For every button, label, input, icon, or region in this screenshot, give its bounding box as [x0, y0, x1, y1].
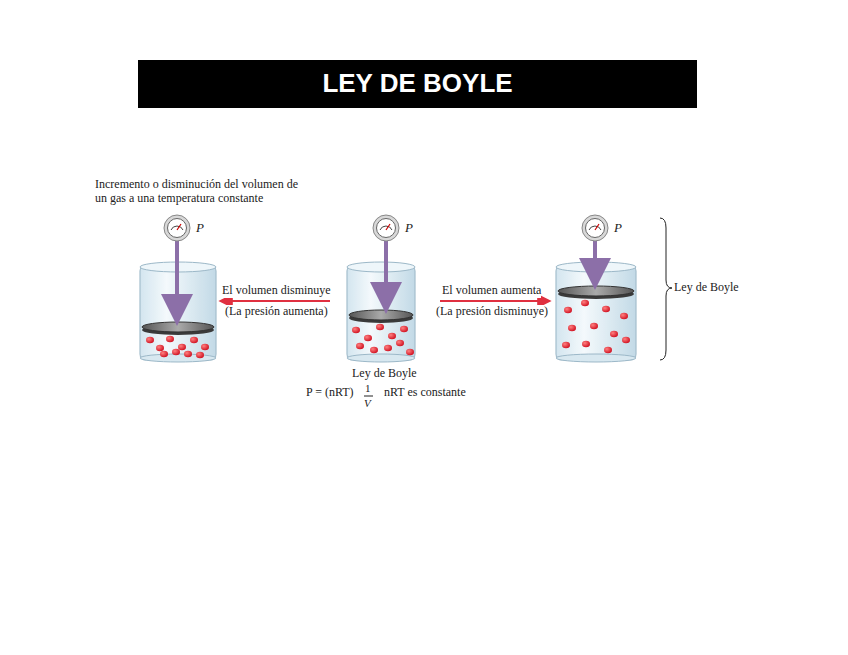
gas-molecule: [196, 352, 204, 358]
gas-molecule: [201, 344, 209, 350]
gas-molecule: [564, 307, 572, 313]
gas-molecule: [590, 323, 598, 329]
formula-note: nRT es constante: [384, 386, 466, 400]
brace: [660, 218, 672, 360]
beaker-center: [347, 215, 415, 362]
gas-molecule: [400, 326, 408, 332]
gas-molecule: [602, 306, 610, 312]
increase-arrow: [440, 300, 548, 302]
gas-molecule: [364, 335, 372, 341]
gas-molecule: [172, 349, 180, 355]
gas-molecules: [146, 300, 630, 358]
gas-molecule: [568, 325, 576, 331]
gas-molecule: [190, 337, 198, 343]
pressure-symbol: P: [614, 221, 622, 236]
formula-denominator: V: [364, 397, 371, 410]
gas-molecule: [376, 324, 384, 330]
gas-molecule: [610, 331, 618, 337]
decrease-arrow: [222, 300, 330, 302]
brace-label: Ley de Boyle: [674, 281, 739, 295]
beaker-right: [556, 215, 636, 362]
fraction-bar: [364, 396, 373, 397]
gas-molecule: [356, 343, 364, 349]
gas-molecule: [581, 300, 589, 306]
process-label: (La presión aumenta): [225, 305, 328, 319]
title-bar: [138, 60, 697, 108]
gas-molecule: [396, 340, 404, 346]
gas-molecule: [406, 349, 414, 355]
beaker-left: [140, 215, 216, 362]
gas-molecule: [184, 351, 192, 357]
intro-note: Incremento o disminución del volumen de …: [95, 178, 310, 206]
formula-numerator: 1: [365, 382, 371, 395]
title-text: LEY DE BOYLE: [138, 69, 697, 99]
gas-molecule: [620, 313, 628, 319]
pressure-symbol: P: [405, 221, 413, 236]
gas-molecule: [160, 351, 168, 357]
gas-molecule: [352, 327, 360, 333]
gas-molecule: [604, 347, 612, 353]
gas-molecule: [156, 345, 164, 351]
gas-molecule: [388, 333, 396, 339]
gas-molecule: [178, 344, 186, 350]
gas-molecule: [384, 345, 392, 351]
gas-molecule: [622, 337, 630, 343]
gas-molecule: [562, 342, 570, 348]
law-label: Ley de Boyle: [352, 367, 417, 381]
process-label: (La presión disminuye): [436, 305, 548, 319]
formula: P = (nRT): [306, 386, 354, 400]
gas-molecule: [146, 337, 154, 343]
gas-molecule: [582, 341, 590, 347]
gas-molecule: [370, 347, 378, 353]
pressure-symbol: P: [196, 221, 204, 236]
gas-molecule: [166, 336, 174, 342]
process-label: El volumen disminuye: [222, 284, 331, 298]
process-label: El volumen aumenta: [442, 284, 541, 298]
